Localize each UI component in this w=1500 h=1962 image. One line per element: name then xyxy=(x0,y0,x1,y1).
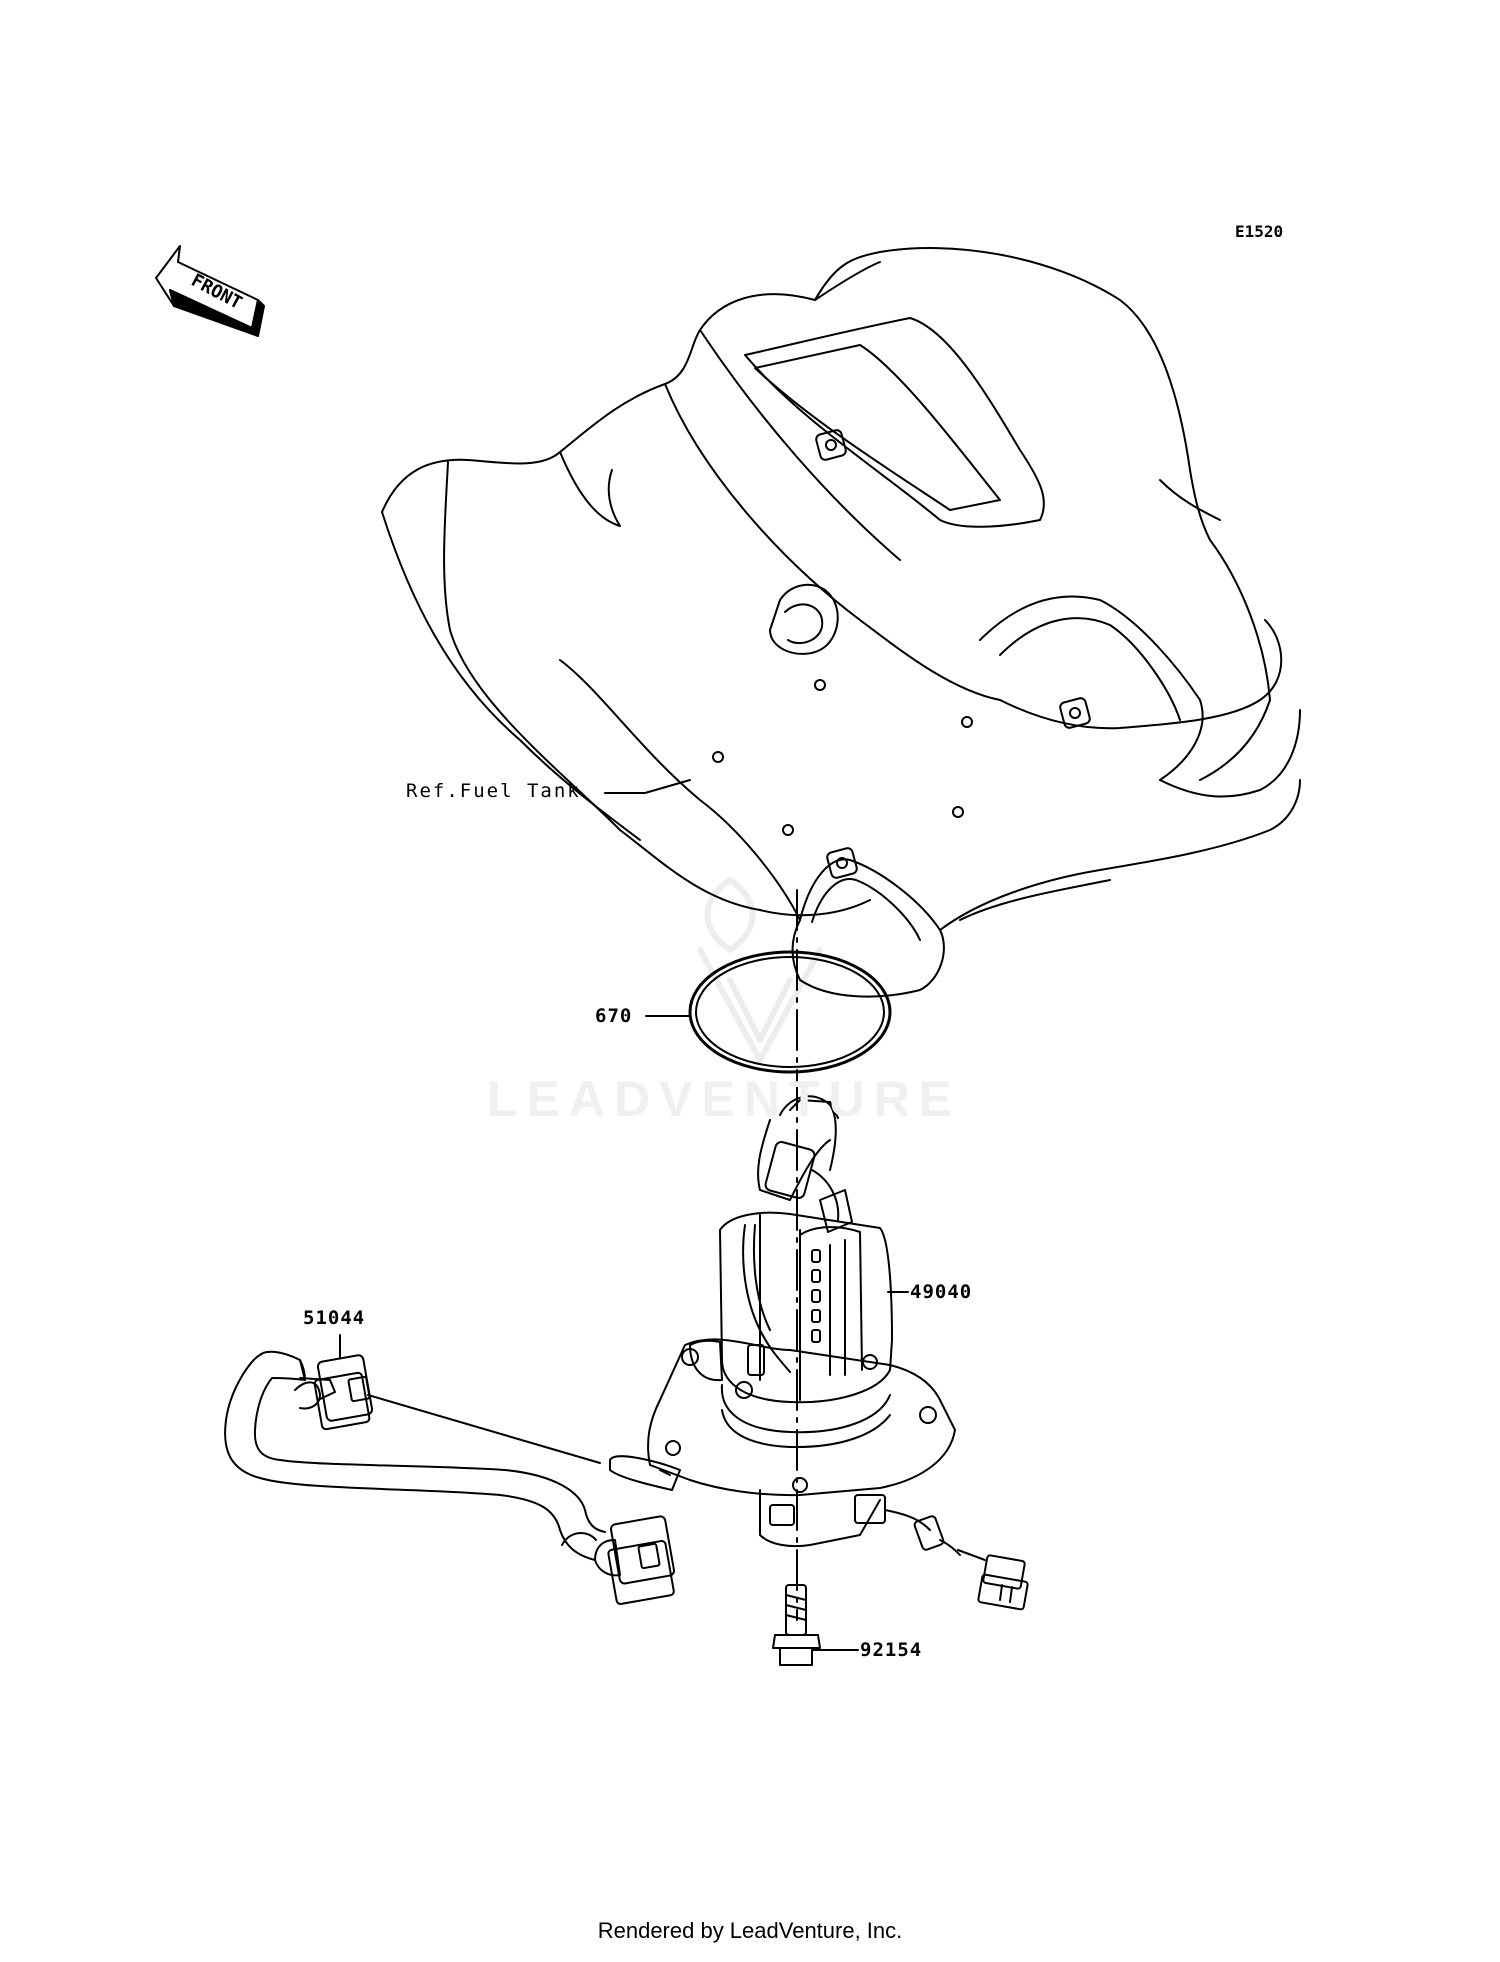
watermark-logo xyxy=(697,877,823,1063)
watermark-text: LEADVENTURE xyxy=(487,1071,962,1127)
o-ring-part-670[interactable] xyxy=(688,950,892,1074)
fuel-tank-drawing xyxy=(381,247,1301,998)
part-label-670[interactable]: 670 xyxy=(595,1005,633,1027)
diagram-code: E1520 xyxy=(1235,222,1284,241)
footer-credit: Rendered by LeadVenture, Inc. xyxy=(597,1918,903,1943)
part-label-49040[interactable]: 49040 xyxy=(910,1281,973,1303)
fuel-pump-part-49040[interactable] xyxy=(609,1095,1029,1611)
front-arrow-icon: FRONT xyxy=(155,245,265,337)
bolt-part-92154[interactable] xyxy=(772,1584,821,1666)
fuel-hose-part-51044[interactable] xyxy=(224,1350,675,1605)
part-label-51044[interactable]: 51044 xyxy=(303,1307,366,1329)
ref-fuel-tank-label: Ref.Fuel Tank xyxy=(406,780,581,802)
pump-strainer-ribs xyxy=(811,1239,846,1376)
part-label-92154[interactable]: 92154 xyxy=(860,1639,923,1661)
